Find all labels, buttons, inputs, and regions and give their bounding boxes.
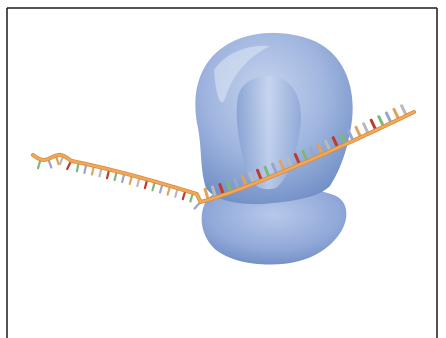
- large-subunit-icon: [195, 33, 352, 204]
